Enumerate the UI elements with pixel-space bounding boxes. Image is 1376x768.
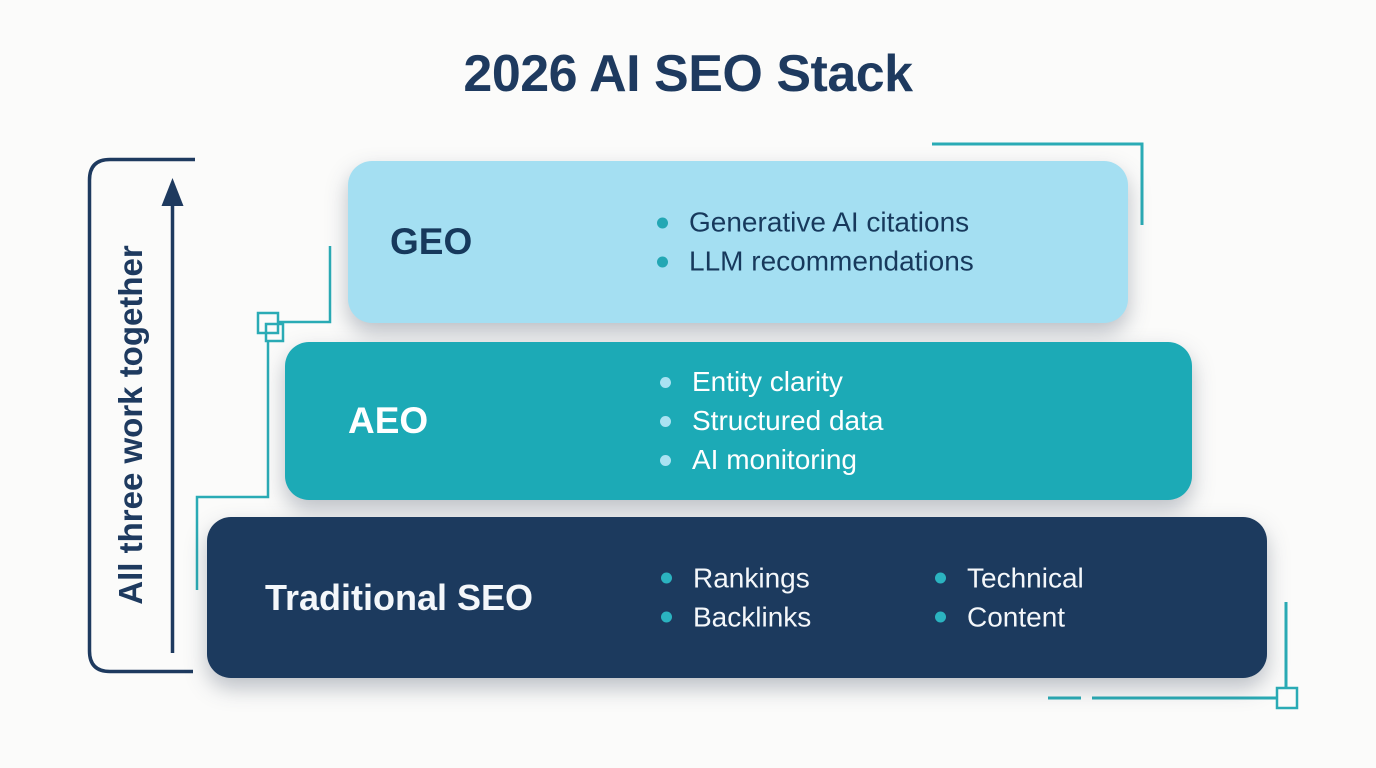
layer-geo-bullets: Generative AI citations LLM recommendati…	[657, 200, 974, 285]
bullet-dot-icon	[660, 376, 671, 388]
bullet-item: Entity clarity	[660, 366, 883, 398]
decor-square-bottom-right-icon	[1275, 686, 1299, 710]
decor-corner-top-right	[932, 142, 1144, 225]
bullet-text: Content	[967, 601, 1066, 632]
left-bracket	[87, 157, 195, 674]
layer-geo-label: GEO	[390, 221, 473, 262]
bullet-dot-icon	[935, 611, 946, 623]
layer-aeo-bullets: Entity clarity Structured data AI monito…	[660, 359, 883, 483]
bullet-dot-icon	[657, 217, 668, 228]
bullet-text: Generative AI citations	[689, 206, 970, 238]
bullet-dot-icon	[657, 256, 668, 267]
layer-traditional-seo-label: Traditional SEO	[265, 576, 534, 618]
layer-aeo: AEO Entity clarity Structured data AI mo…	[285, 342, 1192, 500]
decor-square-left-inner-icon	[264, 322, 285, 343]
layer-geo: GEO Generative AI citations LLM recommen…	[348, 161, 1128, 323]
layer-aeo-label: AEO	[348, 400, 429, 441]
bullet-text: Backlinks	[693, 601, 812, 632]
bullet-item: Technical	[935, 562, 1084, 594]
page-title: 2026 AI SEO Stack	[463, 45, 913, 103]
decor-zigzag-left-lower	[195, 341, 270, 590]
bullet-text: Structured data	[692, 405, 884, 436]
up-arrow-head-icon	[161, 178, 184, 206]
bullet-item: LLM recommendations	[657, 246, 974, 278]
layer-traditional-seo: Traditional SEO Rankings Backlinks Techn…	[207, 517, 1267, 678]
bullet-dot-icon	[660, 415, 671, 427]
layer-traditional-seo-bullets-col2: Technical Content	[935, 555, 1084, 640]
bullet-text: LLM recommendations	[689, 245, 974, 277]
bullet-dot-icon	[660, 454, 671, 466]
bullet-text: Rankings	[693, 562, 810, 593]
decor-zigzag-left-upper	[278, 246, 332, 324]
bullet-dot-icon	[935, 572, 946, 584]
bullet-item: Content	[935, 601, 1084, 633]
bullet-dot-icon	[661, 611, 672, 623]
bullet-dot-icon	[661, 572, 672, 584]
vertical-axis-label: All three work together	[112, 245, 149, 605]
bullet-text: Technical	[967, 562, 1084, 593]
bullet-item: AI monitoring	[660, 444, 883, 476]
bullet-item: Rankings	[661, 562, 811, 594]
bullet-item: Structured data	[660, 405, 883, 437]
bullet-text: Entity clarity	[692, 366, 843, 397]
bullet-item: Generative AI citations	[657, 207, 974, 239]
layer-traditional-seo-bullets-col1: Rankings Backlinks	[661, 555, 811, 640]
bullet-item: Backlinks	[661, 601, 811, 633]
bullet-text: AI monitoring	[692, 444, 857, 475]
